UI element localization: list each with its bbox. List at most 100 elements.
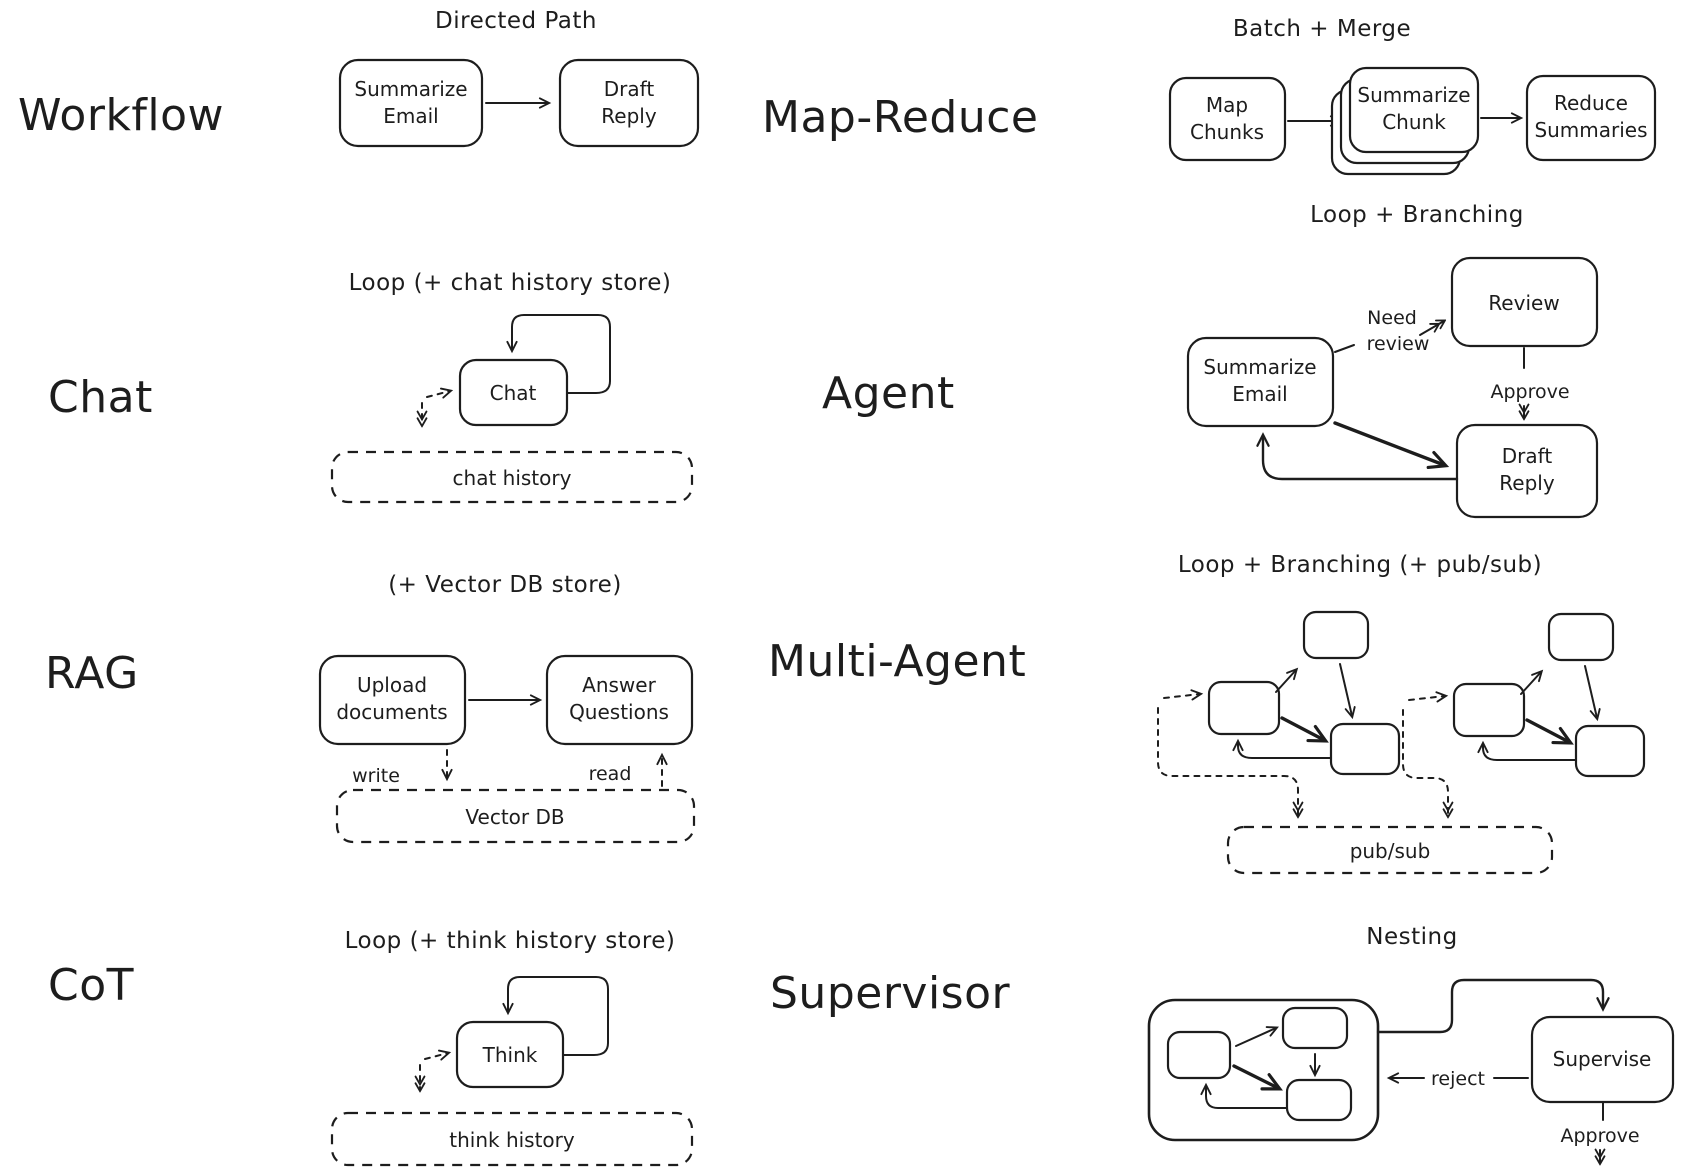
section-workflow: Workflow Directed Path Summarize Email D… [18,8,700,148]
agent-need-review-arrow [1419,321,1444,336]
chat-loop-arrow [506,314,611,394]
agent-node-draft-reply [1455,423,1599,519]
rag-edge-read-label: read [589,763,632,785]
cot-loop-arrow [502,976,609,1056]
rag-node-upload-documents-line2: documents [336,700,447,724]
rag-vector-db-store [335,788,696,844]
multiagent-c1-arrow-left-bottom [1280,716,1329,743]
multiagent-c1-loopback-arrow [1232,738,1332,759]
chat-section-label: Chat [48,372,153,423]
chat-node-label: Chat [490,381,537,405]
multiagent-c1-entry-arrow [1163,689,1204,701]
mapreduce-node-map-chunks [1168,76,1287,162]
workflow-diagram-title: Directed Path [435,8,597,34]
agent-edge-need-review-line1: Need [1367,307,1417,329]
cot-section-label: CoT [48,960,134,1011]
agent-edge-approve-label: Approve [1490,381,1569,403]
cot-history-store [330,1111,694,1167]
multiagent-c2-entry-arrow [1408,691,1449,703]
multiagent-c2-node-left [1452,682,1526,738]
supervisor-inner-loopback-arrow [1200,1082,1288,1109]
section-cot: CoT Loop (+ think history store) Think t… [48,928,694,1167]
multiagent-c1-node-top [1302,610,1370,660]
cot-node-label: Think [482,1043,538,1067]
section-supervisor: Supervisor Nesting Supervise reject Appr… [770,924,1675,1163]
multiagent-c2-loopback-arrow [1477,740,1577,761]
supervisor-diagram-title: Nesting [1366,924,1457,950]
agent-arrow-summarize-to-draft [1333,421,1450,469]
supervisor-inner-node-bottom [1285,1078,1353,1122]
rag-edge-write-label: write [352,765,400,787]
multiagent-c2-pubsub-arrow [1402,709,1448,816]
multiagent-cluster-2 [1402,612,1646,816]
mapreduce-node-map-chunks-line2: Chunks [1190,120,1264,144]
cot-store-read-arrow [424,1049,452,1061]
multiagent-c1-node-left [1207,680,1281,736]
rag-diagram-title: (+ Vector DB store) [388,572,622,598]
rag-node-answer-questions [545,654,694,746]
chat-diagram-title: Loop (+ chat history store) [349,270,672,296]
workflow-node-draft-reply [558,58,700,148]
supervisor-edge-approve-label: Approve [1560,1125,1639,1147]
supervisor-inner-node-left [1166,1030,1232,1080]
multiagent-c2-arrow-left-bottom [1525,718,1574,745]
multiagent-c2-node-bottom [1574,724,1646,778]
mapreduce-node-map-chunks-line1: Map [1206,93,1248,117]
agent-edge-need-review-line2: review [1367,333,1430,355]
mapreduce-section-label: Map-Reduce [762,92,1038,143]
agent-node-review-label: Review [1488,291,1559,315]
supervisor-inner-arrow-left-bottom [1232,1064,1283,1091]
rag-section-label: RAG [45,648,139,699]
rag-node-answer-questions-line2: Questions [569,700,669,724]
workflow-node-draft-reply-line2: Reply [601,104,657,128]
supervisor-connector-arrow [1376,978,1610,1034]
cot-node [455,1020,565,1089]
mapreduce-node-summarize-chunk [1348,66,1480,154]
supervisor-inner-node-top [1281,1006,1349,1050]
chat-history-store [330,450,694,504]
multiagent-c1-arrow-left-top [1275,667,1299,693]
workflow-node-summarize-email-line1: Summarize [354,77,467,101]
agent-diagram-title: Loop + Branching [1310,202,1524,228]
multiagent-section-label: Multi-Agent [768,636,1026,687]
multiagent-c2-arrow-top-bottom [1584,665,1601,722]
multiagent-pubsub-store-label: pub/sub [1350,839,1431,863]
multiagent-c1-node-bottom [1329,722,1401,776]
workflow-section-label: Workflow [18,90,224,141]
multiagent-cluster-1 [1157,610,1401,816]
rag-node-upload-documents [318,654,467,746]
multiagent-c2-arrow-left-top [1520,669,1544,695]
mapreduce-node-summarize-chunk-line1: Summarize [1357,83,1470,107]
multiagent-c1-pubsub-arrow [1157,707,1298,816]
agent-node-summarize-email-line2: Email [1232,382,1288,406]
multiagent-c2-node-top [1547,612,1615,662]
workflow-node-summarize-email-line2: Email [383,104,439,128]
multiagent-c1-arrow-top-bottom [1339,663,1356,720]
multiagent-diagram-title: Loop + Branching (+ pub/sub) [1178,552,1542,578]
supervisor-node-supervise-label: Supervise [1553,1047,1652,1071]
section-chat: Chat Loop (+ chat history store) Chat ch… [48,270,694,504]
agent-need-review-dash [1334,344,1355,353]
section-rag: RAG (+ Vector DB store) Upload documents… [45,572,696,844]
mapreduce-diagram-title: Batch + Merge [1233,16,1411,42]
mapreduce-node-reduce-summaries-line2: Summaries [1534,118,1647,142]
rag-node-answer-questions-line1: Answer [582,673,656,697]
chat-node [458,358,569,427]
section-mapreduce: Map-Reduce Batch + Merge Map Chunks Summ… [762,16,1657,176]
cot-history-store-label: think history [449,1128,575,1152]
multiagent-pubsub-store [1226,825,1554,875]
rag-vector-db-store-label: Vector DB [465,805,564,829]
agent-loopback-arrow [1256,432,1459,481]
mapreduce-node-reduce-summaries [1525,74,1657,162]
section-agent: Agent Loop + Branching Review Summarize … [822,202,1599,519]
cot-diagram-title: Loop (+ think history store) [345,928,676,954]
supervisor-section-label: Supervisor [770,968,1011,1019]
agent-node-draft-reply-line2: Reply [1499,471,1555,495]
mapreduce-node-reduce-summaries-line1: Reduce [1554,91,1628,115]
section-multiagent: Multi-Agent Loop + Branching (+ pub/sub) [768,552,1646,875]
agent-node-draft-reply-line1: Draft [1502,444,1553,468]
agent-node-review [1450,256,1599,348]
agent-node-summarize-email [1186,336,1335,428]
